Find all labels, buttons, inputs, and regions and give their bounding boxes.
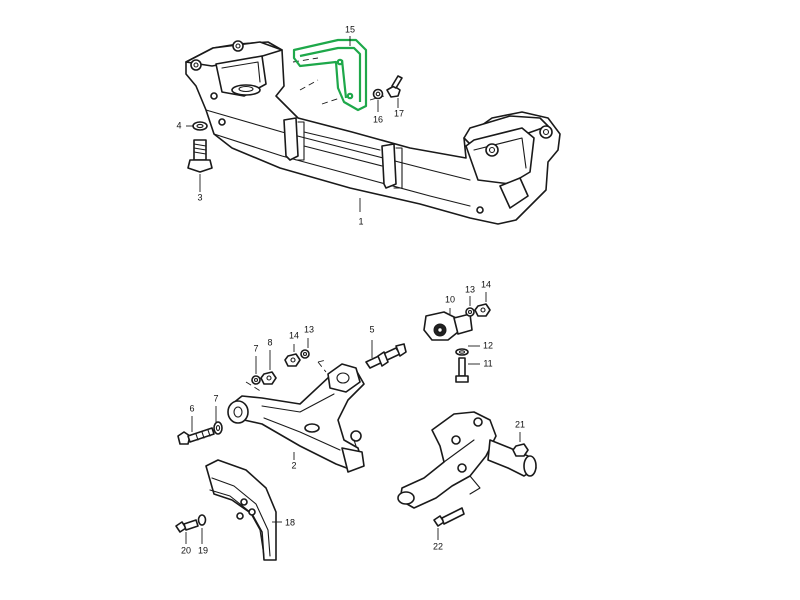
bolt-20[interactable] [175,519,199,533]
callout-8: 8 [267,337,272,347]
bolt-11[interactable] [455,357,469,383]
control-arm[interactable] [227,363,365,473]
bolt-17[interactable] [386,75,403,98]
washer-4[interactable] [192,121,208,131]
bushing-bracket-10[interactable] [423,311,473,341]
callout-5: 5 [369,324,374,334]
washer-12[interactable] [455,348,469,356]
callout-labels: 1 2 3 4 5 6 7 7 8 10 11 12 13 13 14 14 1… [176,24,525,555]
steering-knuckle[interactable] [397,411,537,509]
washer-16[interactable] [372,88,384,100]
callout-13-right: 13 [465,284,475,294]
arm-dash-1 [245,359,327,393]
stud-5[interactable] [365,343,407,369]
nut-14-right[interactable] [474,303,491,317]
crossmember[interactable] [185,40,561,225]
callout-17: 17 [394,108,404,118]
washer-7-lower[interactable] [213,421,223,435]
nut-21[interactable] [512,443,529,457]
callout-13-left: 13 [304,324,314,334]
callout-19: 19 [198,545,208,555]
callout-16: 16 [373,114,383,124]
washer-19[interactable] [197,514,207,526]
bolt-3[interactable] [187,139,213,173]
bracket-15-highlighted[interactable] [292,38,368,112]
callout-11: 11 [483,358,492,368]
callout-3: 3 [197,192,202,202]
callout-15: 15 [345,24,355,34]
nut-14-left[interactable] [284,353,301,367]
nut-8[interactable] [260,371,277,385]
callout-12: 12 [483,340,493,350]
leader-lines [185,36,521,544]
callout-2: 2 [291,460,296,470]
callout-21: 21 [515,419,525,429]
callout-14-left: 14 [289,330,299,340]
callout-10: 10 [445,294,455,304]
washer-13-right[interactable] [465,307,475,317]
callout-1: 1 [358,216,363,226]
washer-7-upper[interactable] [251,375,261,385]
callout-4: 4 [176,120,181,130]
callout-20: 20 [181,545,191,555]
callout-22: 22 [433,541,443,551]
washer-13-left[interactable] [300,349,310,359]
callout-7-upper: 7 [253,343,258,353]
bolt-22[interactable] [433,507,465,527]
callout-6: 6 [189,403,194,413]
callout-14-right: 14 [481,279,491,289]
callout-18: 18 [285,517,295,527]
shield-18[interactable] [205,459,277,561]
bolt-6[interactable] [177,427,215,445]
callout-7-lower: 7 [213,393,218,403]
